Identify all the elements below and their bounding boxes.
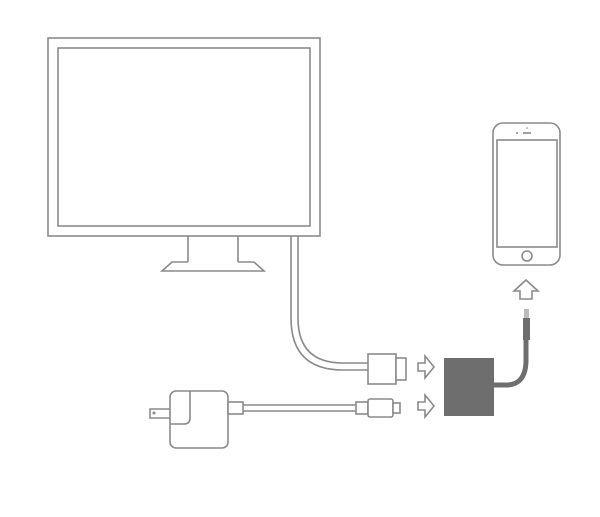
up-arrow-icon	[511, 278, 541, 300]
right-arrow-icon	[417, 392, 436, 420]
power-adapter	[149, 390, 229, 449]
usb-cable	[227, 398, 401, 418]
av-adapter	[444, 309, 530, 416]
monitor	[47, 37, 321, 272]
right-arrow-icon	[417, 353, 436, 381]
hdmi-cable	[290, 236, 407, 385]
iphone	[492, 122, 561, 266]
